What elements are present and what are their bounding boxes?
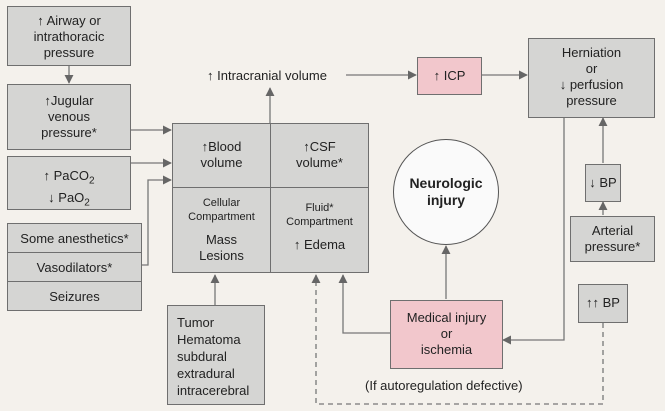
arrow-bpup-to-edema bbox=[311, 274, 604, 405]
tumor-hematoma-box: Tumor Hematoma subdural extradural intra… bbox=[167, 305, 265, 405]
edema-label: ↑ Edema bbox=[293, 237, 346, 252]
anesthetics-box: Some anesthetics* bbox=[7, 223, 142, 253]
fluid-compartment-label: Fluid* Compartment bbox=[286, 202, 353, 228]
csf-volume-label: ↑CSF volume* bbox=[296, 139, 343, 170]
jugular-venous-pressure-box: ↑Jugular venous pressure* bbox=[7, 84, 131, 150]
airway-pressure-box: ↑ Airway or intrathoracic pressure bbox=[7, 6, 131, 66]
blood-volume-label: ↑Blood volume bbox=[200, 139, 243, 170]
mass-lesions-label: Mass Lesions bbox=[199, 232, 244, 263]
cellular-compartment-label: Cellular Compartment bbox=[188, 197, 255, 223]
bp-up-box: ↑↑ BP bbox=[578, 284, 628, 323]
intracranial-volume-label: ↑ Intracranial volume bbox=[207, 68, 327, 83]
neurologic-injury-circle: Neurologic injury bbox=[393, 139, 499, 245]
paco2-label: ↑ PaCO2 bbox=[43, 168, 95, 187]
seizures-box: Seizures bbox=[7, 281, 142, 311]
autoregulation-note: (If autoregulation defective) bbox=[365, 378, 523, 393]
arterial-pressure-box: Arterial pressure* bbox=[570, 216, 655, 262]
intracranial-compartments: ↑Blood volume ↑CSF volume* Cellular Comp… bbox=[172, 123, 369, 273]
arrow-medical-to-edema bbox=[338, 274, 390, 334]
icp-box: ↑ ICP bbox=[417, 57, 482, 95]
herniation-box: Herniation or ↓ perfusion pressure bbox=[528, 38, 655, 118]
arrow-herniation-to-medical bbox=[502, 117, 565, 345]
medical-injury-box: Medical injury or ischemia bbox=[390, 300, 503, 369]
arrow-vasodilators-to-blood bbox=[142, 175, 172, 266]
paco2-pao2-box: ↑ PaCO2 ↓ PaO2 bbox=[7, 156, 131, 210]
pao2-label: ↓ PaO2 bbox=[48, 189, 90, 209]
bp-down-box: ↓ BP bbox=[585, 164, 621, 202]
vasodilators-box: Vasodilators* bbox=[7, 252, 142, 282]
